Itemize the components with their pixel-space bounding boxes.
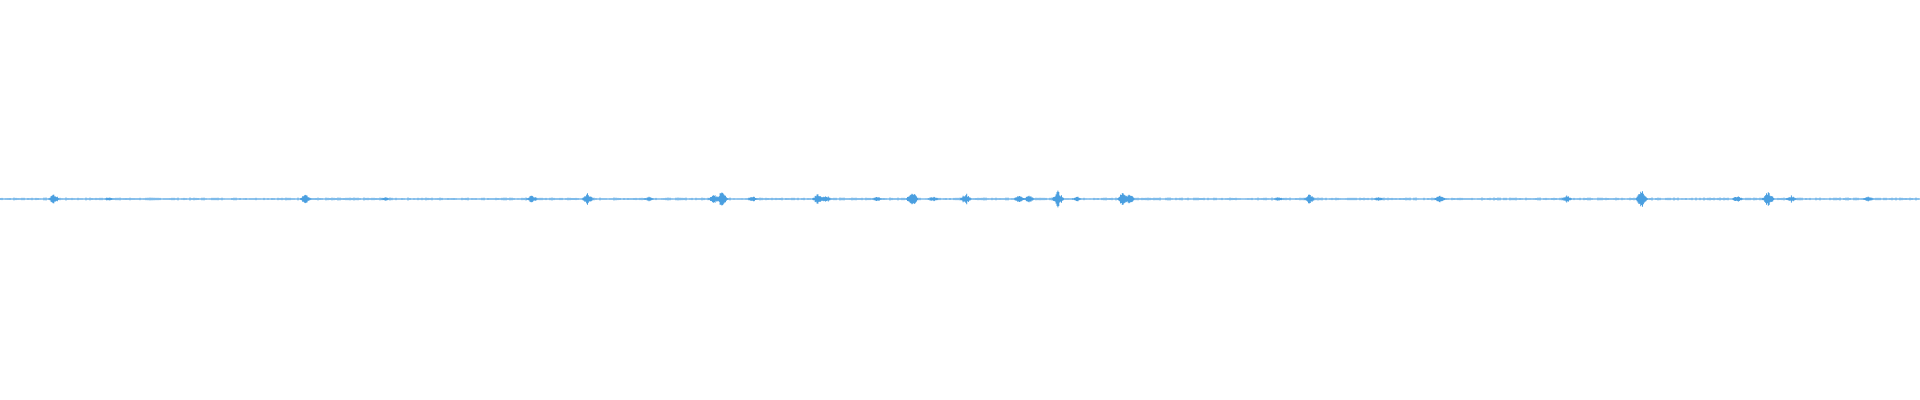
waveform-peak xyxy=(47,194,60,204)
waveform-peak xyxy=(1052,190,1064,208)
waveform-peak xyxy=(1731,196,1744,202)
waveform-peak xyxy=(380,197,392,201)
waveform-peak xyxy=(746,196,759,202)
waveform-peak xyxy=(871,197,884,201)
waveform-peak xyxy=(1272,197,1285,201)
waveform-peak xyxy=(906,193,918,205)
waveform-peak xyxy=(1785,195,1798,203)
waveform-peak xyxy=(525,195,538,203)
waveform-peak xyxy=(1372,197,1385,201)
waveform-peak xyxy=(1123,194,1135,204)
waveform-peak xyxy=(1560,195,1573,203)
waveform-peak xyxy=(1303,194,1316,204)
waveform-peak xyxy=(1434,195,1446,203)
waveform-peak xyxy=(716,192,728,206)
waveform-peak xyxy=(1862,196,1875,202)
waveform-peak xyxy=(643,196,655,202)
waveform-peak xyxy=(1635,191,1648,207)
waveform-peak xyxy=(103,197,116,201)
waveform-peak xyxy=(299,194,312,204)
waveform-peak xyxy=(959,193,972,205)
waveform-peak xyxy=(1023,195,1035,203)
waveform-peak xyxy=(1762,192,1775,206)
waveform-peak xyxy=(819,196,832,202)
waveform-peak xyxy=(581,193,594,205)
waveform-peak xyxy=(927,196,939,202)
waveform-peak xyxy=(1071,196,1083,202)
waveform-trace xyxy=(0,190,1920,208)
